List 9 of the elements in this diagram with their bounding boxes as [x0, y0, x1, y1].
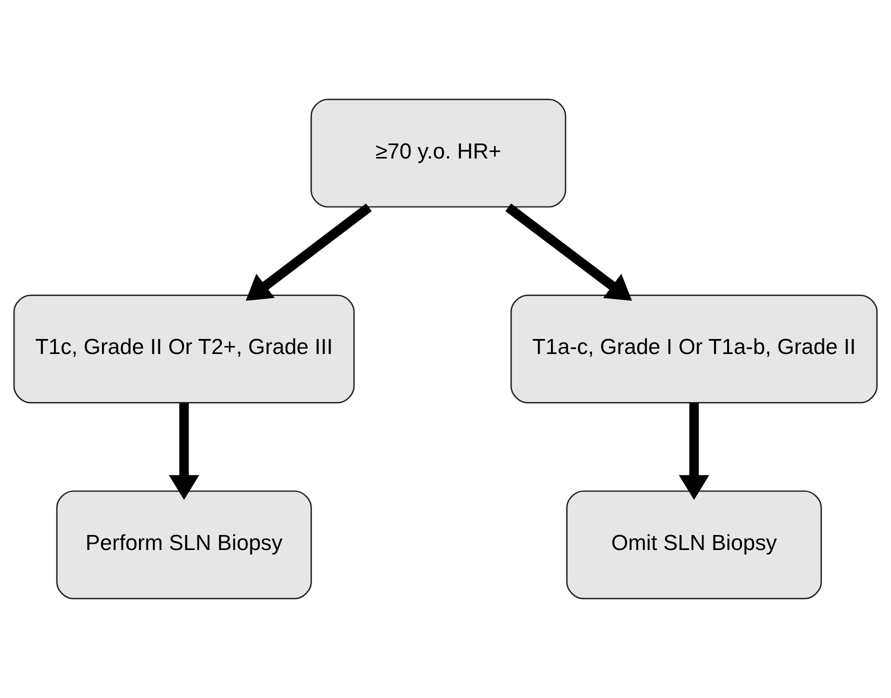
node-box: T1a-c, Grade I Or T1a-b, Grade II: [510, 294, 878, 404]
node-box: Omit SLN Biopsy: [566, 490, 822, 600]
arrow: [678, 403, 710, 500]
arrow: [246, 204, 372, 301]
node-box: Perform SLN Biopsy: [56, 490, 312, 600]
arrow: [168, 403, 200, 500]
arrow: [505, 204, 632, 301]
node-box: T1c, Grade II Or T2+, Grade III: [13, 294, 355, 404]
node-box: ≥70 y.o. HR+: [310, 98, 566, 208]
